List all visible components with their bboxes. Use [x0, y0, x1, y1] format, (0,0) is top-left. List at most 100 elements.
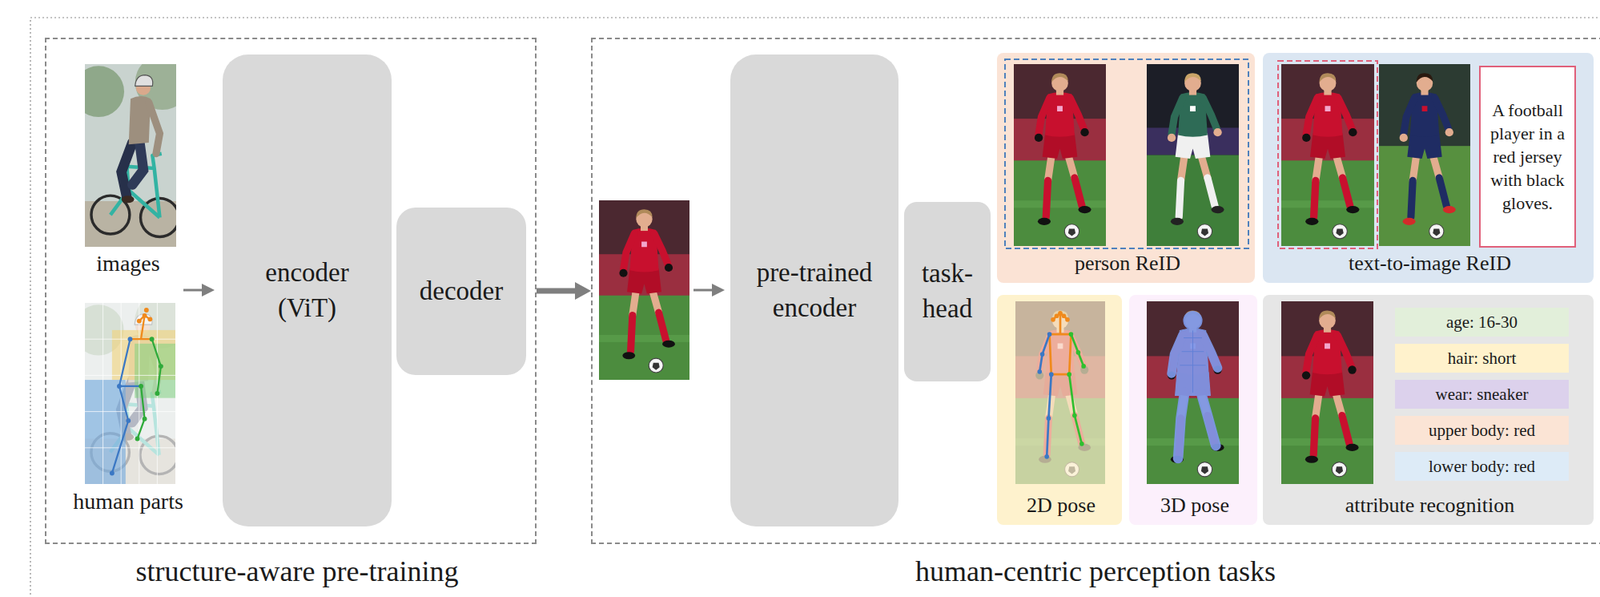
- input-arrow: [183, 289, 202, 292]
- pose-2d-figure: [1040, 351, 1046, 357]
- human-parts-figure: [147, 316, 153, 322]
- human-parts-figure: [72, 293, 189, 484]
- block-label: encoder (ViT): [247, 255, 368, 326]
- flow-arrow: [536, 288, 575, 294]
- human-parts-figure: [142, 313, 148, 318]
- human-parts-figure: [138, 383, 144, 389]
- player-photo: [598, 200, 690, 380]
- image-caption: human parts: [72, 488, 184, 515]
- task-panel: age: 16-30 hair: short wear: sneaker upper …: [1264, 296, 1596, 527]
- panel-fills: [1129, 294, 1258, 525]
- task-label: text-to-image ReID: [1264, 251, 1596, 276]
- player-photo: [598, 200, 690, 380]
- human-parts-figure: [109, 470, 115, 476]
- human-parts-figure: [137, 338, 161, 439]
- human-parts-figure: [135, 436, 141, 442]
- human-parts-figure: [112, 338, 141, 473]
- outer-frame: [30, 17, 1600, 597]
- player-photo: [1378, 64, 1471, 246]
- pose-3d-figure: [1146, 301, 1239, 484]
- human-parts-figure: [135, 336, 164, 441]
- human-parts-figure: [154, 390, 160, 396]
- cyclist-photo: [72, 55, 190, 247]
- encoder-box: pre-trained encoder: [730, 54, 899, 527]
- human-parts-figure: [144, 307, 149, 313]
- block-label: decoder: [419, 273, 503, 310]
- pose-2d-figure: [1046, 415, 1052, 421]
- pose-2d-figure: [1061, 313, 1067, 318]
- pose-2d-figure: [1015, 301, 1106, 484]
- human-parts-figure: [84, 379, 126, 484]
- player-photo: [1013, 64, 1106, 246]
- attribute-box: lower body: red: [1394, 451, 1569, 481]
- pose-2d-figure: [1066, 371, 1072, 377]
- player-photo: [1281, 301, 1374, 484]
- human-parts-figure: [142, 416, 148, 422]
- attribute-tag: upper body: red: [1428, 420, 1536, 440]
- human-parts-figure: [136, 307, 153, 323]
- human-parts-figure: [136, 318, 142, 324]
- human-parts-figure: [130, 315, 153, 339]
- task-label: person ReID: [998, 251, 1257, 276]
- panel-fills: [996, 294, 1122, 525]
- human-parts-figure: [109, 336, 133, 475]
- pose-2d-figure: [1037, 369, 1042, 374]
- pose-2d-figure: [1050, 310, 1070, 322]
- panel-fills: [996, 52, 1255, 283]
- pose-2d-figure: [1076, 349, 1082, 355]
- pretraining-region: encoder (ViT)decoderstructure-aware pre-…: [44, 37, 537, 544]
- image-caption: images: [96, 250, 160, 277]
- attribute-tag: hair: short: [1447, 348, 1517, 368]
- decoder-box: decoder: [396, 207, 527, 375]
- pose-2d-figure: [1079, 441, 1085, 447]
- encoder-box: encoder (ViT): [222, 54, 392, 527]
- text-query: A football player in a red jersey with b…: [1482, 98, 1573, 215]
- block-label: pre-trained encoder: [738, 255, 891, 326]
- player-photo: [1013, 64, 1106, 246]
- pose-2d-figure: [1072, 413, 1078, 419]
- input-arrow: [693, 289, 712, 292]
- pose-2d-figure: [1054, 313, 1060, 318]
- pose-3d-figure: [1201, 392, 1216, 446]
- pose-3d-figure: [1171, 311, 1219, 459]
- attribute-box: wear: sneaker: [1394, 379, 1569, 409]
- player-photo: [619, 209, 675, 373]
- player-photo: [1378, 64, 1471, 246]
- task-panel: 2D pose: [998, 296, 1124, 527]
- task-panel: person ReID: [998, 54, 1257, 285]
- pose-2d-figure: [1069, 333, 1084, 444]
- attribute-box: age: 16-30: [1394, 307, 1569, 337]
- player-photo: [1281, 64, 1375, 246]
- human-parts-figure: [72, 293, 189, 484]
- pose-2d-figure: [1065, 317, 1070, 322]
- attribute-box: hair: short: [1394, 343, 1569, 373]
- panel-fills: [1262, 294, 1594, 525]
- pose-2d-figure: [1066, 331, 1086, 447]
- pose-2d-figure: [1039, 333, 1052, 457]
- human-parts-figure: [125, 418, 131, 423]
- attribute-tag: lower body: red: [1428, 456, 1536, 476]
- section-caption: structure-aware pre-training: [46, 554, 548, 588]
- block-label: task- head: [908, 256, 986, 326]
- attribute-box: upper body: red: [1394, 415, 1569, 445]
- player-photo: [1399, 72, 1456, 239]
- pose-2d-figure: [1049, 313, 1072, 374]
- task-head-box: task- head: [904, 201, 991, 382]
- pose-3d-figure: [1146, 301, 1239, 484]
- player-photo: [1302, 309, 1359, 476]
- section-caption: human-centric perception tasks: [592, 554, 1599, 588]
- match-bracket: [1278, 60, 1378, 249]
- pose-2d-figure: [1069, 331, 1074, 337]
- pose-3d-figure: [1177, 392, 1185, 459]
- cyclist-photo: [72, 55, 190, 247]
- player-photo: [1167, 72, 1225, 239]
- match-bracket: [1005, 59, 1249, 249]
- human-parts-figure: [84, 302, 176, 484]
- task-label: 2D pose: [998, 493, 1124, 518]
- pose-2d-figure: [1047, 331, 1053, 337]
- player-photo: [1281, 64, 1375, 246]
- pose-3d-figure: [1183, 311, 1203, 330]
- player-photo: [1302, 72, 1359, 239]
- pose-2d-figure: [1044, 454, 1050, 459]
